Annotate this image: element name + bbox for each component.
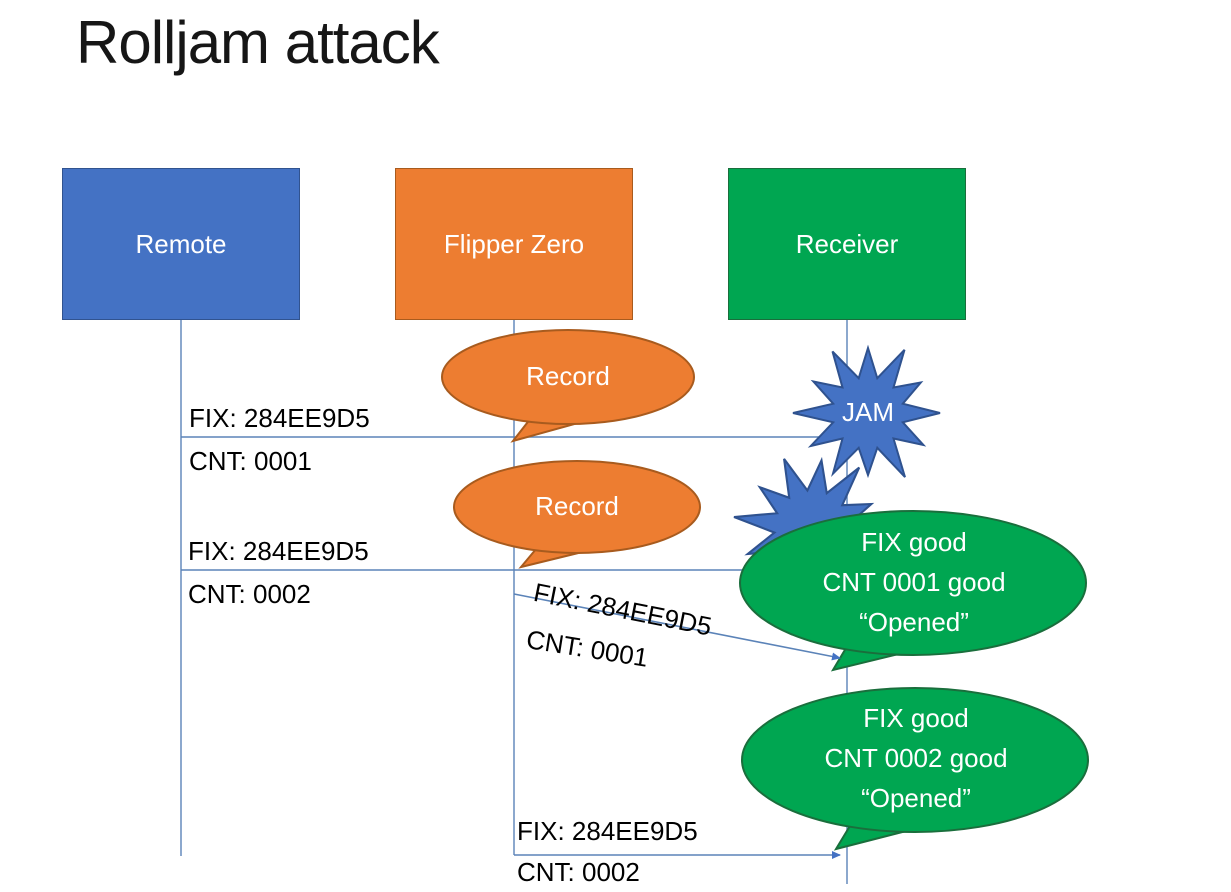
result-2-line-opened: “Opened” <box>861 783 971 813</box>
message-capture1-cnt-label: CNT: 0001 <box>189 446 312 476</box>
replay-arrow-1 <box>513 593 841 661</box>
record-callout-1 <box>441 329 695 425</box>
jam-label: JAM <box>842 397 894 427</box>
message-replay2-fix-label: FIX: 284EE9D5 <box>517 816 698 846</box>
record-callout-1-label: Record <box>526 361 610 391</box>
result-callout-2 <box>741 687 1089 833</box>
actor-box-flipper-zero: Flipper Zero <box>395 168 633 320</box>
record-callout-2 <box>453 460 701 554</box>
result-1-line-cnt: CNT 0001 good <box>822 567 1006 597</box>
message-capture1-fix-label: FIX: 284EE9D5 <box>189 403 370 433</box>
result-1-line-fix: FIX good <box>861 527 967 557</box>
message-capture2-fix-label: FIX: 284EE9D5 <box>188 536 369 566</box>
result-1-line-opened: “Opened” <box>859 607 969 637</box>
actor-label-receiver: Receiver <box>795 228 899 259</box>
slide-title: Rolljam attack <box>76 9 440 76</box>
record-callout-2-label: Record <box>535 491 619 521</box>
actor-label-remote: Remote <box>135 228 227 259</box>
result-2-line-fix: FIX good <box>863 703 969 733</box>
result-callout-2-text: FIX good CNT 0002 good “Opened” <box>790 698 1042 818</box>
actor-label-flipper-zero: Flipper Zero <box>443 228 585 259</box>
actor-box-remote: Remote <box>62 168 300 320</box>
message-replay2-cnt-label: CNT: 0002 <box>517 857 640 887</box>
result-2-line-cnt: CNT 0002 good <box>824 743 1008 773</box>
actor-box-receiver: Receiver <box>728 168 966 320</box>
message-capture2-cnt-label: CNT: 0002 <box>188 579 311 609</box>
result-callout-1-text: FIX good CNT 0001 good “Opened” <box>788 522 1040 642</box>
jam-starburst-1 <box>792 344 941 479</box>
result-callout-1 <box>739 510 1087 656</box>
